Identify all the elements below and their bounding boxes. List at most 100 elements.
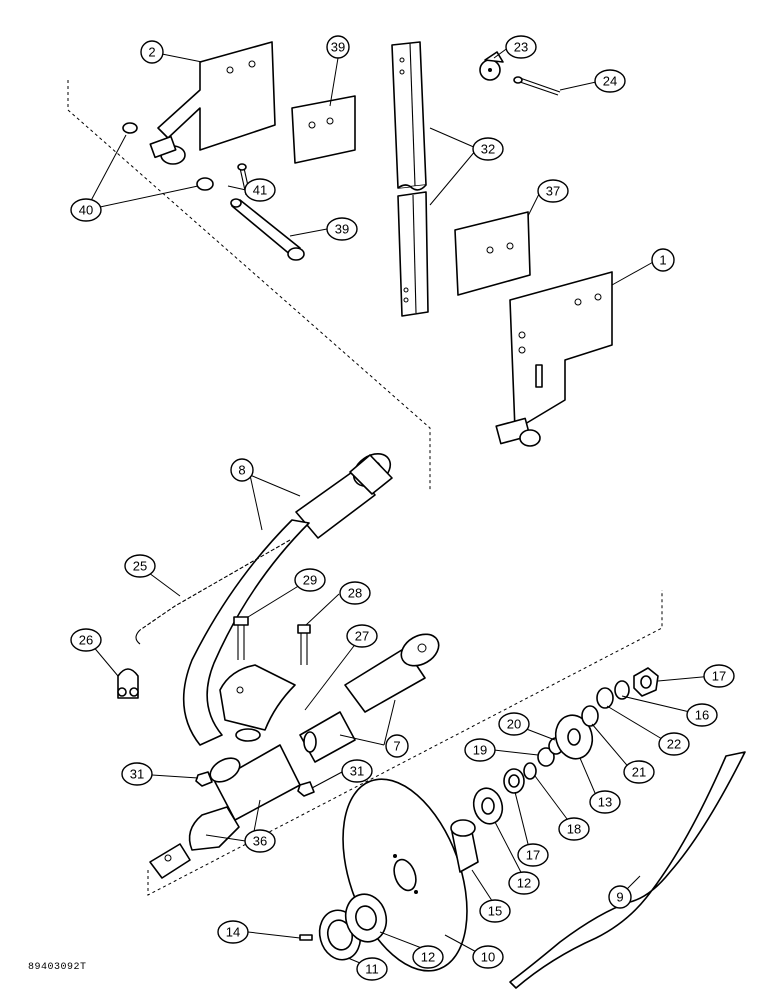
svg-text:11: 11 [365, 962, 379, 977]
svg-text:32: 32 [481, 142, 495, 157]
part-40-washer-b [196, 177, 214, 191]
svg-text:1: 1 [659, 253, 666, 268]
svg-text:36: 36 [253, 834, 267, 849]
part-28-clamp [219, 664, 296, 742]
part-16-washer [614, 680, 630, 700]
part-12-bearing-right [472, 787, 504, 825]
part-9-ground-line [509, 751, 746, 989]
svg-text:41: 41 [253, 183, 267, 198]
callout-28: 27 [346, 624, 378, 648]
callout-24: 23 [505, 35, 537, 59]
part-7-arm [299, 633, 440, 763]
svg-text:27: 27 [355, 629, 369, 644]
part-2-bracket [149, 41, 276, 165]
callout-41: 41 [244, 178, 276, 202]
svg-text:12: 12 [421, 950, 435, 965]
part-27-shackle [117, 668, 139, 699]
part-26-chain [135, 539, 291, 645]
callout-36: 36 [244, 829, 276, 853]
lower-assembly-boundary [147, 590, 663, 896]
svg-text:7: 7 [393, 739, 400, 754]
part-39-pin [230, 198, 305, 261]
callout-39: 39 [326, 217, 358, 241]
svg-text:10: 10 [481, 950, 495, 965]
callout-12-right: 12 [508, 871, 540, 895]
callout-21: 20 [498, 712, 530, 736]
svg-text:40: 40 [79, 203, 93, 218]
part-22-washer [581, 705, 599, 727]
callout-12-left: 12 [412, 945, 444, 969]
callout-38: 39 [326, 35, 350, 59]
svg-text:39: 39 [331, 40, 345, 55]
callout-17: 17 [703, 664, 735, 688]
callout-23: 22 [658, 732, 690, 756]
callout-30: 29 [294, 568, 326, 592]
part-25-pin [513, 76, 561, 96]
part-12-bearing-left [344, 893, 388, 943]
callout-2: 2 [140, 40, 164, 64]
svg-text:28: 28 [348, 586, 362, 601]
callout-1: 1 [651, 248, 675, 272]
callout-8: 8 [230, 458, 254, 482]
callout-20: 19 [464, 738, 496, 762]
svg-text:20: 20 [507, 717, 521, 732]
svg-text:16: 16 [695, 708, 709, 723]
svg-text:25: 25 [133, 559, 147, 574]
upper-assembly-boundary [67, 80, 431, 490]
callout-40: 40 [70, 198, 102, 222]
svg-text:24: 24 [603, 74, 617, 89]
callout-7: 7 [385, 734, 409, 758]
callout-27: 26 [70, 628, 102, 652]
svg-text:39: 39 [335, 222, 349, 237]
part-19-washer [523, 762, 537, 780]
part-1-bracket [495, 271, 613, 447]
leader-lines [85, 46, 714, 969]
part-18-seal [503, 768, 525, 794]
svg-text:23: 23 [514, 40, 528, 55]
part-24-clip [479, 51, 504, 81]
callout-9: 9 [608, 885, 632, 909]
svg-text:12: 12 [517, 876, 531, 891]
part-38-plate [291, 95, 356, 164]
callout-19: 18 [558, 817, 590, 841]
part-29-bolt [297, 624, 311, 665]
svg-text:22: 22 [667, 737, 681, 752]
svg-text:15: 15 [488, 904, 502, 919]
part-37-plate [454, 211, 531, 296]
part-14-bolt [299, 934, 313, 941]
svg-text:8: 8 [238, 463, 245, 478]
callout-15: 15 [479, 899, 511, 923]
callout-14: 14 [217, 920, 249, 944]
svg-text:13: 13 [598, 795, 612, 810]
callout-13: 13 [589, 790, 621, 814]
callout-37: 37 [537, 179, 569, 203]
callout-11: 11 [356, 957, 388, 981]
callout-10: 10 [472, 945, 504, 969]
figure-code: 89403092T [28, 962, 87, 973]
part-36-tube [149, 744, 301, 879]
callout-29: 28 [339, 581, 371, 605]
svg-text:2: 2 [148, 45, 155, 60]
part-32-channel-bar [391, 41, 429, 317]
part-31-nut-b [297, 781, 315, 797]
svg-text:17: 17 [526, 848, 540, 863]
callout-18: 17 [517, 843, 549, 867]
svg-text:17: 17 [712, 669, 726, 684]
callout-16: 16 [686, 703, 718, 727]
callout-22: 21 [623, 760, 655, 784]
part-13-hub-cap [554, 714, 594, 760]
svg-text:26: 26 [79, 633, 93, 648]
part-17-nut [633, 667, 659, 697]
callout-32: 32 [472, 137, 504, 161]
part-23-washer [596, 687, 614, 709]
callout-31-right: 31 [341, 759, 373, 783]
part-20-cone [537, 747, 555, 767]
svg-text:37: 37 [546, 184, 560, 199]
svg-text:31: 31 [130, 767, 144, 782]
callout-25: 24 [594, 69, 626, 93]
callout-26: 25 [124, 554, 156, 578]
svg-text:9: 9 [616, 890, 623, 905]
part-8-arm [182, 452, 393, 746]
